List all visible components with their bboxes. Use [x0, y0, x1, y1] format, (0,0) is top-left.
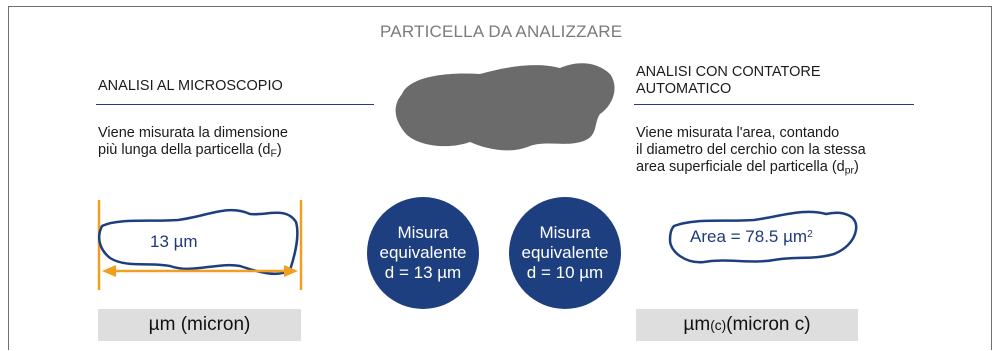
counter-description: Viene misurata l'area, contando il diame… [636, 125, 866, 177]
diagram-frame [8, 6, 992, 350]
counter-rule [634, 104, 914, 105]
microscope-rule [96, 104, 374, 105]
equivalent-circle-13: Misura equivalente d = 13 µm [367, 197, 479, 309]
micron-c-unit-box: µm(c) (micron c) [636, 309, 858, 341]
microscope-description: Viene misurata la dimensione più lunga d… [98, 125, 288, 160]
measure-label: 13 µm [150, 232, 198, 251]
microscope-measure-diagram [97, 200, 303, 290]
equivalent-circle-10: Misura equivalente d = 10 µm [509, 197, 621, 309]
diagram-title: PARTICELLA DA ANALIZZARE [380, 22, 623, 41]
microscope-heading: ANALISI AL MICROSCOPIO [98, 78, 283, 94]
counter-heading: ANALISI CON CONTATORE AUTOMATICO [636, 64, 821, 97]
area-label: Area = 78.5 µm2 [690, 227, 813, 246]
micron-unit-box: µm (micron) [98, 309, 301, 341]
particle-shape [395, 63, 615, 151]
area-outline [668, 210, 858, 264]
